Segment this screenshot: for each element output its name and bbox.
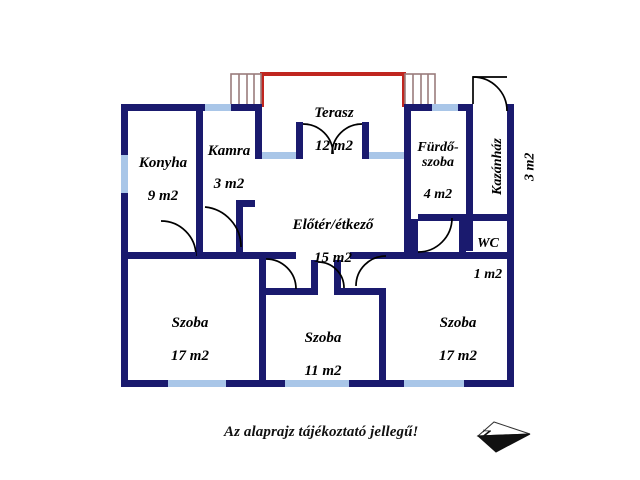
wall-jambs bbox=[121, 252, 514, 387]
terrace-outline bbox=[260, 72, 406, 107]
stairs-left-icon bbox=[230, 73, 262, 106]
north-arrow-icon: N bbox=[476, 421, 531, 453]
window-terrace-left bbox=[262, 152, 296, 159]
door-furdoszoba bbox=[417, 217, 453, 253]
door-szoba-bal bbox=[265, 258, 297, 290]
outer-walls bbox=[121, 104, 514, 387]
window-top-right bbox=[432, 104, 458, 111]
window-bottom-2 bbox=[285, 380, 349, 387]
door-konyha bbox=[160, 220, 197, 257]
stairs-right-icon bbox=[404, 73, 436, 106]
interior-walls-right bbox=[404, 76, 514, 259]
window-left bbox=[121, 155, 128, 193]
door-kamra bbox=[204, 206, 242, 248]
interior-walls-center bbox=[121, 252, 514, 387]
door-szoba-jobb bbox=[355, 255, 387, 287]
window-bottom-3 bbox=[404, 380, 464, 387]
door-kazanhaz bbox=[472, 76, 508, 112]
door-terrace-right bbox=[331, 123, 363, 155]
terrace-walls bbox=[255, 104, 411, 159]
interior-walls-left bbox=[121, 104, 296, 259]
disclaimer-caption: Az alaprajz tájékoztató jellegű! bbox=[224, 424, 419, 440]
door-szoba-kozep bbox=[317, 261, 345, 289]
door-terrace-left bbox=[302, 123, 334, 155]
window-terrace-right bbox=[369, 152, 404, 159]
compass-letter: N bbox=[480, 429, 494, 438]
window-top-left bbox=[205, 104, 231, 111]
window-bottom-1 bbox=[168, 380, 226, 387]
